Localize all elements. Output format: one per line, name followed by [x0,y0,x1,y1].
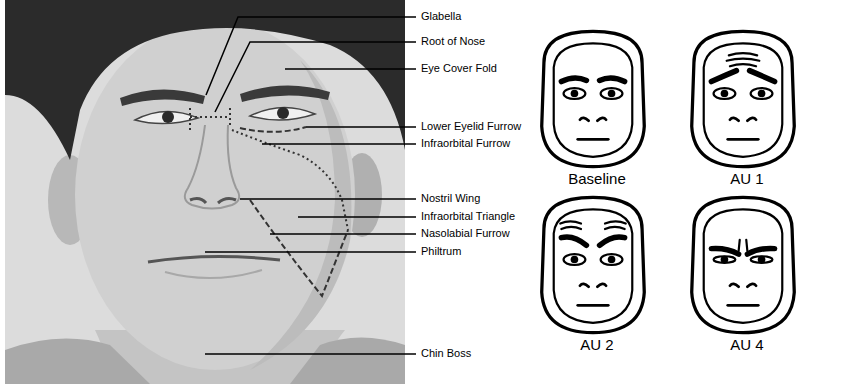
eye [751,88,773,99]
nose [185,125,239,209]
nasolabial-furrow-line [250,200,348,296]
face-drawing [533,28,653,170]
nostril [747,118,756,121]
face-drawing [533,194,653,336]
face-caption: AU 1 [683,170,811,188]
mouth [148,256,280,262]
nostril [730,118,739,121]
wrinkle [729,53,757,55]
left-iris [162,111,174,123]
eyebrow [747,248,774,254]
eyebrow [711,71,736,82]
nostril [190,199,206,203]
eye [601,254,623,265]
face-drawing [683,194,803,336]
eye [564,254,586,265]
wrinkle [605,221,626,223]
nostril [580,118,589,121]
hair [5,0,405,160]
eyebrow [711,248,738,254]
face-outline [704,209,783,322]
mouth [578,138,609,141]
head-outline [542,197,645,332]
part-label: Eye Cover Fold [420,62,498,75]
part-label: Infraorbital Furrow [420,137,511,150]
face-outline [554,43,633,156]
head-outline [692,197,795,332]
pupil [721,90,729,98]
eye [564,88,586,99]
face-caption: Baseline [533,170,661,188]
mouth [728,138,759,141]
part-label: Philtrum [420,245,462,258]
pupil [571,90,579,98]
part-label: Nasolabial Furrow [420,227,511,240]
right-eye [250,107,315,120]
eye [601,88,623,99]
part-label: Chin Boss [420,347,472,360]
part-label: Infraorbital Triangle [420,210,516,223]
eye [751,256,773,263]
pupil [721,256,729,264]
wrinkle [727,59,760,61]
photo-ground [5,0,405,384]
eyebrow [600,78,625,82]
face-schematic: AU 2 [533,194,661,354]
face-schematic: Baseline [533,28,661,188]
nostril [580,284,589,287]
eyebrow [561,237,586,245]
lower-eyelid-furrow-line [240,127,306,132]
nostril [218,199,236,203]
pupil [758,256,766,264]
glabella-outline [190,108,230,130]
face-outline [704,43,783,156]
face-drawing [683,28,803,170]
shirt-collar [5,339,150,384]
nostril [730,284,739,287]
face-outline [554,209,633,322]
shirt-collar [290,338,405,384]
face-caption: AU 4 [683,336,811,354]
face-schematic: AU 1 [683,28,811,188]
left-eyebrow [120,89,205,106]
right-iris [277,107,289,119]
left-eye [135,111,198,123]
eyebrow [750,71,775,82]
part-label: Lower Eyelid Furrow [420,120,522,133]
eyebrow [600,237,625,245]
face-shadow [250,60,351,370]
pupil [758,90,766,98]
right-eyebrow [240,85,330,102]
leader-lines [205,17,416,354]
mouth [578,304,609,307]
pupil [608,256,616,264]
eyebrow [561,78,586,82]
face-caption: AU 2 [533,336,661,354]
wrinkle [730,64,756,66]
wrinkle [739,240,740,251]
part-label: Nostril Wing [420,192,481,205]
lower-lip [165,270,262,278]
wrinkle [560,221,581,223]
infraorbital-furrow-line [232,130,348,230]
wrinkle [561,227,581,229]
pupil [608,90,616,98]
head-outline [692,31,795,166]
face-schematic: AU 4 [683,194,811,354]
wrinkle [605,227,625,229]
wrinkle [746,240,747,251]
mouth [728,304,759,307]
eye [714,88,736,99]
part-label: Root of Nose [420,35,486,48]
pupil [571,256,579,264]
nostril [597,284,606,287]
eye [714,256,736,263]
nostril [747,284,756,287]
head-outline [542,31,645,166]
nostril [597,118,606,121]
part-label: Glabella [420,10,462,23]
